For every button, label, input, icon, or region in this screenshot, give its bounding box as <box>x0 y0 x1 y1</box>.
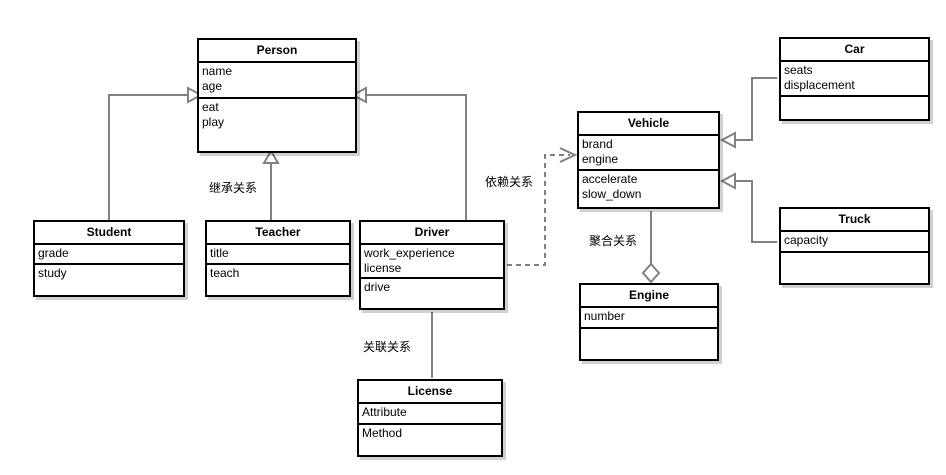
class-attributes: work_experience license <box>361 245 503 279</box>
method-row: study <box>38 266 67 280</box>
class-methods: teach <box>207 265 349 283</box>
class-box-teacher[interactable]: Teacher title teach <box>205 220 351 297</box>
attribute-row: grade <box>38 246 69 260</box>
class-attributes: name age <box>199 63 355 99</box>
class-attributes: grade <box>35 245 183 265</box>
method-row: teach <box>210 266 240 280</box>
attribute-row: displacement <box>784 78 855 92</box>
class-title: Teacher <box>207 222 349 245</box>
edge-teacher-person[interactable] <box>262 149 280 220</box>
class-title: Person <box>199 40 355 63</box>
method-row: accelerate <box>582 172 638 186</box>
class-attributes: title <box>207 245 349 265</box>
class-methods: Method <box>359 425 501 443</box>
class-box-driver[interactable]: Driver work_experience license drive <box>359 220 505 310</box>
method-row: slow_down <box>582 187 642 201</box>
attribute-row: engine <box>582 152 619 166</box>
class-attributes: Attribute <box>359 404 501 425</box>
attribute-row: age <box>202 79 223 93</box>
attribute-row: license <box>364 261 402 275</box>
class-box-student[interactable]: Student grade study <box>33 220 185 297</box>
attribute-row: brand <box>582 137 613 151</box>
edge-student-person[interactable] <box>108 86 204 220</box>
class-title: Car <box>781 39 928 62</box>
class-title: Engine <box>581 285 717 308</box>
label-inheritance: 继承关系 <box>209 181 258 195</box>
class-box-license[interactable]: License Attribute Method <box>357 379 503 457</box>
attribute-row: name <box>202 64 233 78</box>
class-methods: study <box>35 265 183 283</box>
class-box-engine[interactable]: Engine number <box>579 283 719 361</box>
edge-driver-vehicle[interactable] <box>507 147 578 266</box>
class-methods: eat play <box>199 99 355 132</box>
class-box-person[interactable]: Person name age eat play <box>197 38 357 153</box>
method-row: eat <box>202 100 219 114</box>
edge-vehicle-engine[interactable] <box>641 211 661 284</box>
class-box-car[interactable]: Car seats displacement <box>779 37 930 121</box>
edge-truck-vehicle[interactable] <box>719 172 777 243</box>
attribute-row: work_experience <box>364 246 455 260</box>
label-aggregation: 聚合关系 <box>589 234 638 248</box>
attribute-row: Attribute <box>362 405 407 419</box>
class-methods: accelerate slow_down <box>579 171 718 204</box>
class-box-truck[interactable]: Truck capacity <box>779 207 930 285</box>
attribute-row: capacity <box>784 233 829 247</box>
class-title: Vehicle <box>579 113 718 136</box>
class-attributes: brand engine <box>579 136 718 171</box>
label-association: 关联关系 <box>363 340 412 354</box>
attribute-row: seats <box>784 63 813 77</box>
class-attributes: number <box>581 308 717 329</box>
class-methods <box>781 97 928 100</box>
class-methods: drive <box>361 279 503 297</box>
edge-driver-person[interactable] <box>350 86 467 220</box>
attribute-row: title <box>210 246 229 260</box>
attribute-row: number <box>584 309 625 323</box>
method-row: play <box>202 115 225 129</box>
method-row: Method <box>362 426 403 440</box>
class-title: Driver <box>361 222 503 245</box>
class-title: Truck <box>781 209 928 232</box>
class-attributes: seats displacement <box>781 62 928 97</box>
class-methods <box>781 253 928 256</box>
class-title: Student <box>35 222 183 245</box>
class-attributes: capacity <box>781 232 928 253</box>
edge-car-vehicle[interactable] <box>719 77 777 149</box>
class-title: License <box>359 381 501 404</box>
label-dependency: 依赖关系 <box>485 175 534 189</box>
method-row: drive <box>364 280 391 294</box>
class-box-vehicle[interactable]: Vehicle brand engine accelerate slow_dow… <box>577 111 720 209</box>
class-methods <box>581 329 717 332</box>
